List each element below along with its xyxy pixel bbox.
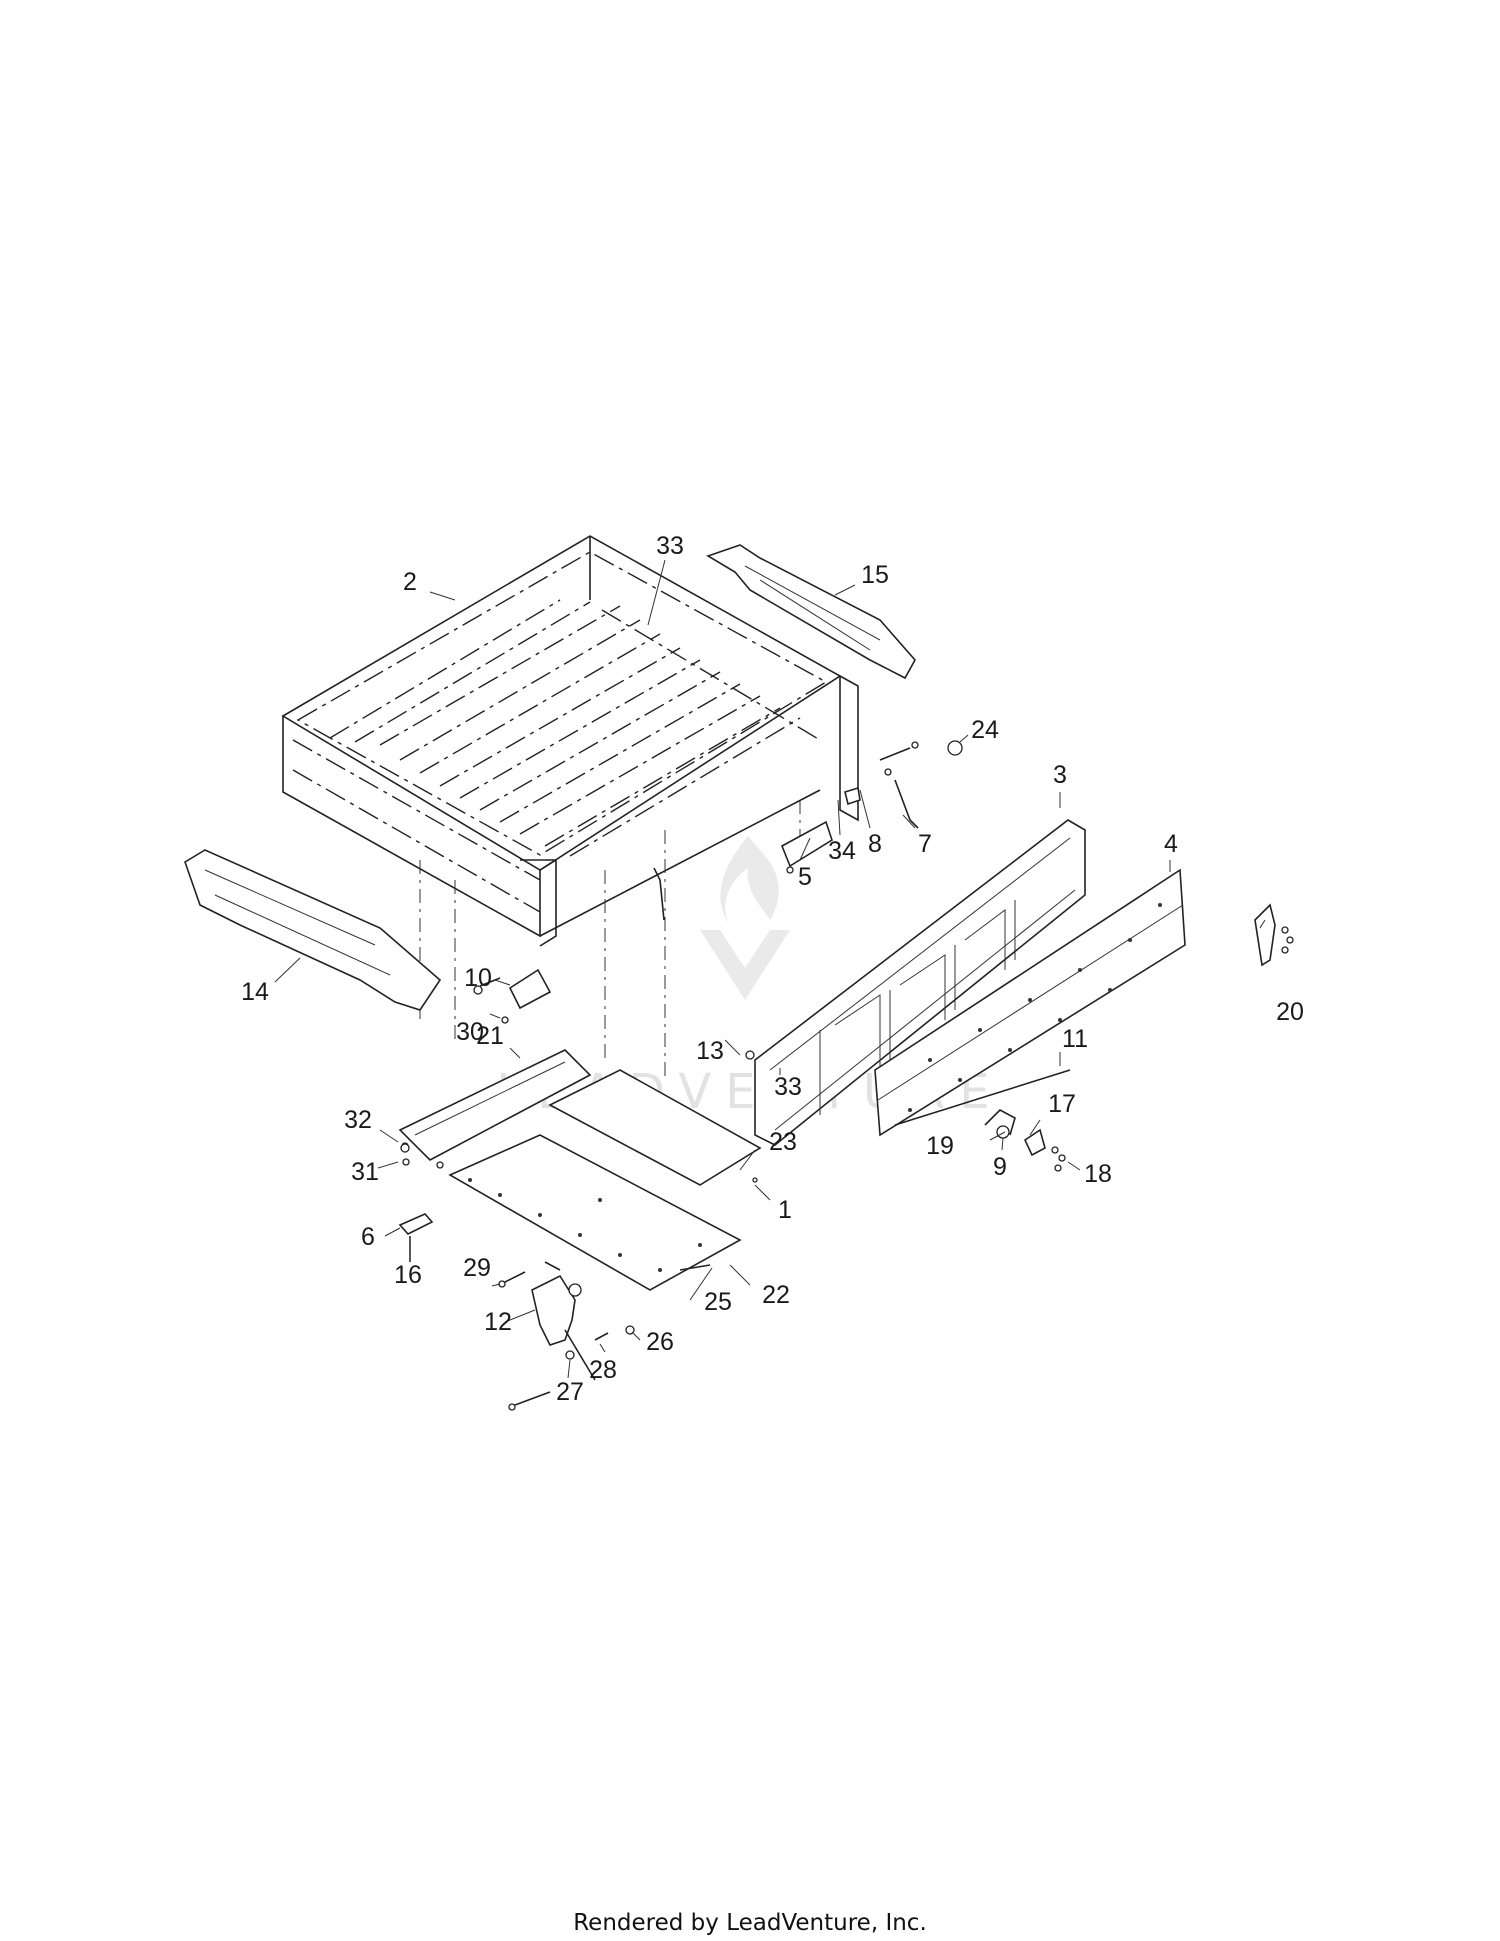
leader-lines: [274, 559, 1266, 1379]
tailgate-frame: [754, 819, 1086, 1146]
right-fender: [706, 544, 916, 680]
fastener-32-31: [400, 1143, 410, 1166]
callout-7: 7: [918, 830, 932, 858]
callout-23: 23: [769, 1128, 797, 1156]
callout-3: 3: [1053, 761, 1067, 789]
floor-panel-right: [548, 1069, 762, 1186]
callout-28: 28: [589, 1356, 617, 1384]
tailgate-rod: [894, 1069, 1071, 1126]
callout-29: 29: [463, 1254, 491, 1282]
callout-8: 8: [868, 830, 882, 858]
callout-24: 24: [971, 716, 999, 744]
cargo-box: [281, 535, 859, 1080]
callout-6: 6: [361, 1223, 375, 1251]
left-fender: [184, 849, 442, 1011]
actuator: [531, 1261, 596, 1381]
callout-30: 30: [456, 1018, 484, 1046]
callout-19: 19: [926, 1132, 954, 1160]
plate-6-16: [398, 1213, 434, 1262]
callout-12: 12: [484, 1308, 512, 1336]
callout-25: 25: [704, 1288, 732, 1316]
bolt-13: [745, 1050, 755, 1060]
callout-17: 17: [1048, 1090, 1076, 1118]
callout-16: 16: [394, 1261, 422, 1289]
callout-31: 31: [351, 1158, 379, 1186]
callout-labels: 2 33 15 24 3 4 7 8 34 5 14 10 30 20 13 3…: [241, 532, 1304, 1406]
actuator-hardware: [498, 1264, 711, 1411]
callout-33: 33: [656, 532, 684, 560]
main-floor-plate: [448, 1134, 742, 1291]
callout-33b: 33: [774, 1073, 802, 1101]
callout-10: 10: [464, 964, 492, 992]
callout-1: 1: [778, 1196, 792, 1224]
callout-15: 15: [861, 561, 889, 589]
callout-21: 21: [476, 1022, 504, 1050]
callout-18: 18: [1084, 1160, 1112, 1188]
footer-credit: Rendered by LeadVenture, Inc.: [573, 1910, 927, 1936]
tailgate-panel: [874, 868, 1186, 1137]
callout-34: 34: [828, 837, 856, 865]
callout-27: 27: [556, 1378, 584, 1406]
callout-5: 5: [798, 863, 812, 891]
callout-13: 13: [696, 1037, 724, 1065]
callout-4: 4: [1164, 830, 1178, 858]
callout-32: 32: [344, 1106, 372, 1134]
left-hinge-hardware: [473, 867, 665, 1024]
latch-bracket: [1254, 903, 1294, 967]
callout-14: 14: [241, 978, 269, 1006]
callout-26: 26: [646, 1328, 674, 1356]
callout-22: 22: [762, 1281, 790, 1309]
callout-11: 11: [1062, 1025, 1088, 1053]
callout-20: 20: [1276, 998, 1304, 1026]
callout-2: 2: [403, 568, 417, 596]
callout-9: 9: [993, 1153, 1007, 1181]
